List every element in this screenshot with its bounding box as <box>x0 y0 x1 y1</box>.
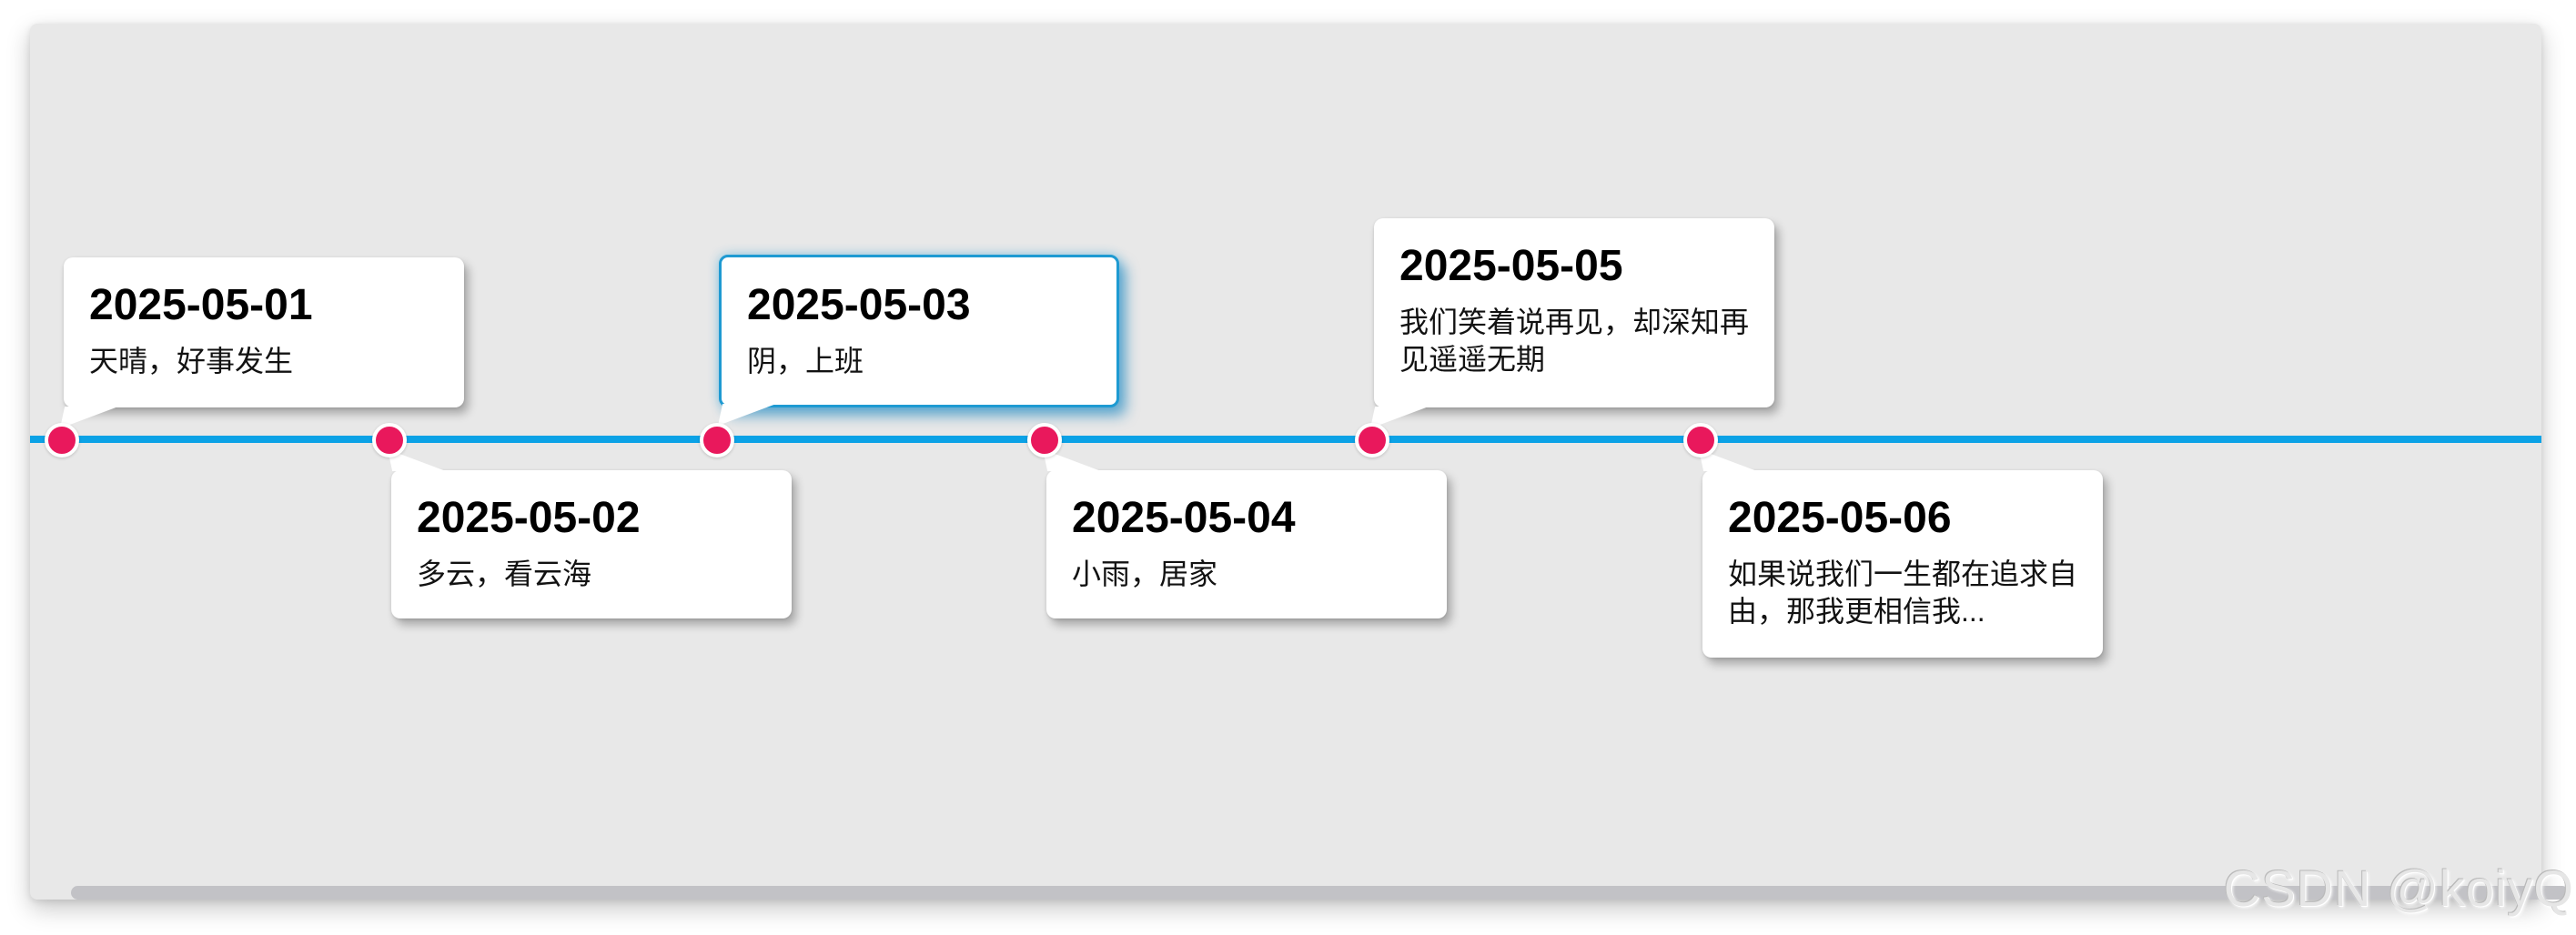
event-text: 我们笑着说再见，却深知再见遥遥无期 <box>1399 306 1750 376</box>
event-date: 2025-05-04 <box>1072 494 1296 542</box>
timeline-line <box>30 436 2541 443</box>
event-card-2025-05-01[interactable]: 2025-05-01 天晴，好事发生 <box>60 257 464 428</box>
timeline-dot-2[interactable] <box>372 423 407 457</box>
timeline-dot-1[interactable] <box>45 423 79 457</box>
event-card-2025-05-04[interactable]: 2025-05-04 小雨，居家 <box>1043 449 1447 618</box>
event-text: 小雨，居家 <box>1072 558 1218 590</box>
event-text: 多云，看云海 <box>417 558 592 590</box>
event-text: 阴，上班 <box>747 345 864 377</box>
watermark-text: CSDN @koiyQ <box>2223 860 2574 917</box>
event-date: 2025-05-02 <box>417 494 641 542</box>
event-date: 2025-05-06 <box>1728 494 1952 542</box>
event-card-2025-05-06[interactable]: 2025-05-06 如果说我们一生都在追求自由，那我更相信我... <box>1699 449 2103 658</box>
timeline-dot-6[interactable] <box>1683 423 1718 457</box>
event-card-2025-05-02[interactable]: 2025-05-02 多云，看云海 <box>388 449 792 618</box>
timeline-dot-4[interactable] <box>1027 423 1062 457</box>
event-card-2025-05-03-selected[interactable]: 2025-05-03 阴，上班 <box>718 255 1119 426</box>
timeline-panel <box>30 24 2541 900</box>
timeline-dot-3[interactable] <box>700 423 734 457</box>
event-date: 2025-05-01 <box>89 281 313 329</box>
event-card-2025-05-05[interactable]: 2025-05-05 我们笑着说再见，却深知再见遥遥无期 <box>1370 218 1774 428</box>
event-text: 天晴，好事发生 <box>89 345 294 377</box>
horizontal-scrollbar-thumb[interactable] <box>71 886 2569 900</box>
event-text: 如果说我们一生都在追求自由，那我更相信我... <box>1728 558 2078 628</box>
event-date: 2025-05-05 <box>1399 242 1623 290</box>
event-date: 2025-05-03 <box>747 281 971 329</box>
timeline-dot-5[interactable] <box>1355 423 1389 457</box>
